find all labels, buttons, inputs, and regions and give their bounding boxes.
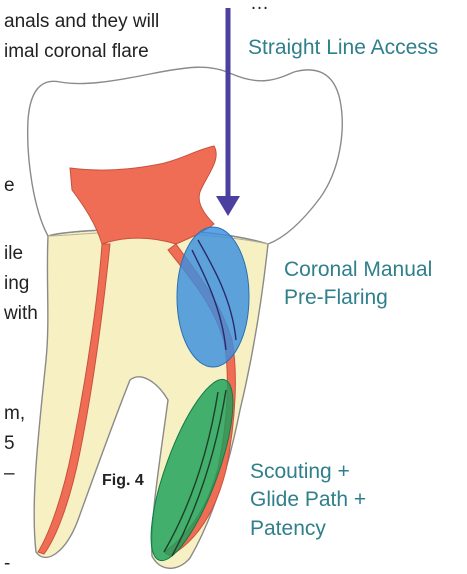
- figure-label: Fig. 4: [102, 472, 144, 490]
- scouting-line-1: Scouting +: [250, 458, 366, 486]
- coronal-preflaring-line-2: Pre-Flaring: [284, 284, 432, 312]
- scouting-label: Scouting + Glide Path + Patency: [250, 458, 366, 543]
- coronal-preflaring-label: Coronal Manual Pre-Flaring: [284, 256, 432, 313]
- coronal-preflaring-line-1: Coronal Manual: [284, 256, 432, 284]
- scouting-line-3: Patency: [250, 515, 366, 543]
- scouting-line-2: Glide Path +: [250, 486, 366, 514]
- straight-line-access-label: Straight Line Access: [248, 34, 438, 62]
